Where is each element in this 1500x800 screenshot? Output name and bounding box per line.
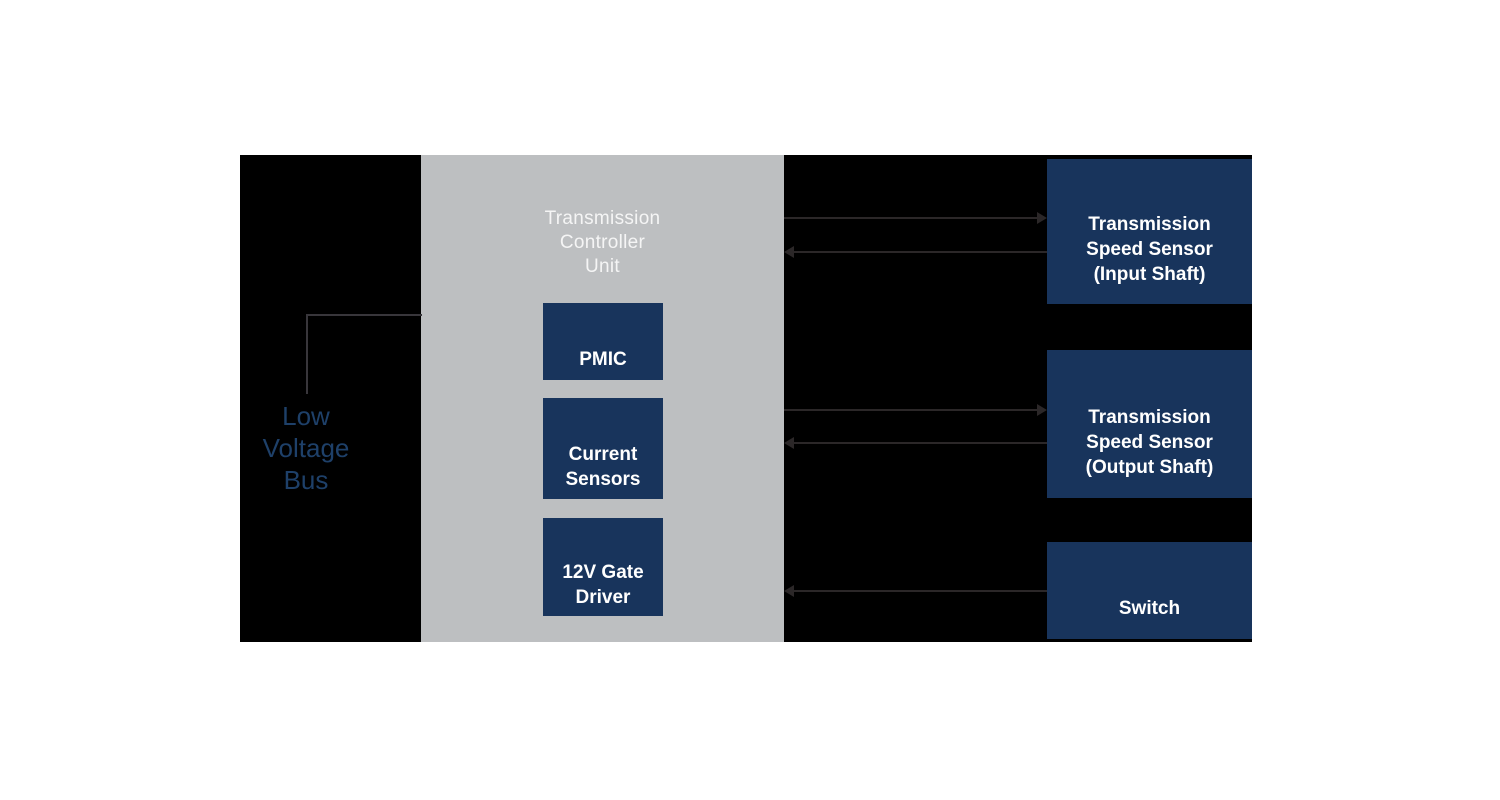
arrow-shaft [793,590,1047,592]
arrow-tcu-to-output-sensor [784,404,1047,416]
peripheral-label-speed-sensor-output-shaft: Transmission Speed Sensor (Output Shaft) [1085,406,1214,478]
arrow-shaft [793,442,1047,444]
peripheral-box-switch: Switch [1047,542,1252,639]
module-label-current-sensors: Current Sensors [565,443,641,490]
peripheral-label-switch: Switch [1118,598,1181,619]
module-box-pmic: PMIC [543,303,663,380]
bus-connector-horizontal-line [306,314,422,316]
peripheral-box-speed-sensor-output-shaft: Transmission Speed Sensor (Output Shaft) [1047,350,1252,498]
module-label-pmic: PMIC [579,349,627,370]
arrow-shaft [784,217,1038,219]
arrowhead-left-icon [784,437,794,449]
arrowhead-right-icon [1037,404,1047,416]
arrow-shaft [784,409,1038,411]
peripheral-box-speed-sensor-input-shaft: Transmission Speed Sensor (Input Shaft) [1047,159,1252,304]
module-box-12v-gate-driver: 12V Gate Driver [543,518,663,616]
arrow-input-sensor-to-tcu [784,246,1047,258]
module-box-current-sensors: Current Sensors [543,398,663,499]
transmission-controller-unit-title: Transmission Controller Unit [544,208,661,277]
arrow-switch-to-tcu [784,585,1047,597]
low-voltage-bus-label: Low Voltage Bus [262,401,350,495]
arrowhead-left-icon [784,246,794,258]
arrowhead-left-icon [784,585,794,597]
arrow-shaft [793,251,1047,253]
module-label-12v-gate-driver: 12V Gate Driver [562,562,644,608]
arrow-output-sensor-to-tcu [784,437,1047,449]
peripheral-label-speed-sensor-input-shaft: Transmission Speed Sensor (Input Shaft) [1086,214,1213,285]
arrowhead-right-icon [1037,212,1047,224]
bus-connector-vertical-line [306,314,308,394]
arrow-tcu-to-input-sensor [784,212,1047,224]
